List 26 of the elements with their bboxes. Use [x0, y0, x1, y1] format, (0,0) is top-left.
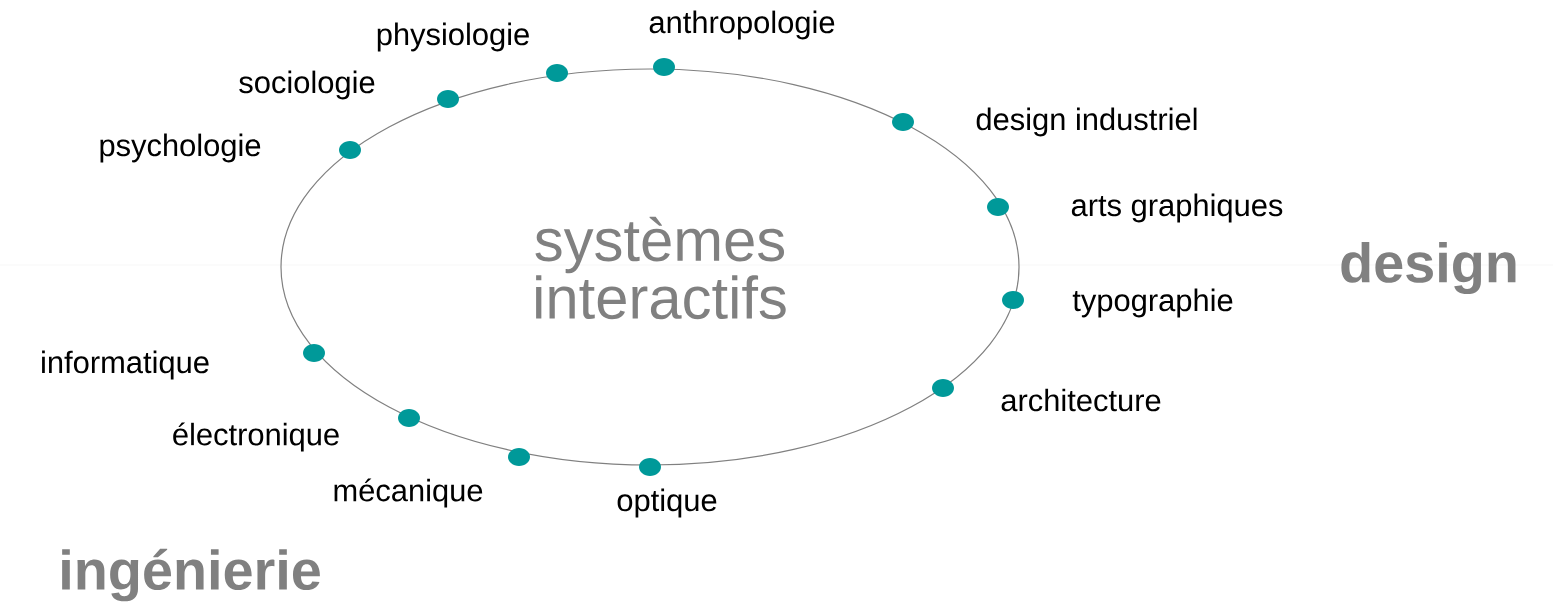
center-title: systèmes interactifs — [535, 216, 786, 320]
dot — [508, 448, 530, 466]
field-label: ingénierie — [62, 548, 320, 602]
discipline-label: typographie — [1072, 288, 1233, 318]
dot — [639, 458, 661, 476]
discipline-label: architecture — [1001, 388, 1161, 412]
discipline-label: design industriel — [976, 107, 1197, 137]
dot — [546, 64, 568, 82]
dot — [398, 409, 420, 427]
dot — [437, 90, 459, 108]
discipline-label: sociologie — [239, 70, 375, 100]
discipline-label: psychologie — [100, 133, 261, 163]
dot — [892, 113, 914, 131]
dot — [1002, 291, 1024, 309]
dot — [303, 344, 325, 362]
discipline-label: mécanique — [334, 478, 483, 508]
discipline-label: arts graphiques — [1071, 193, 1283, 223]
discipline-label: anthropologie — [649, 10, 835, 40]
dot — [932, 379, 954, 397]
discipline-label: informatique — [42, 350, 209, 380]
discipline-label: électronique — [173, 422, 339, 452]
discipline-label: physiologie — [377, 22, 529, 52]
dot — [653, 58, 675, 76]
dot — [339, 141, 361, 159]
field-label: design — [1341, 241, 1516, 295]
discipline-label: optique — [617, 488, 717, 518]
